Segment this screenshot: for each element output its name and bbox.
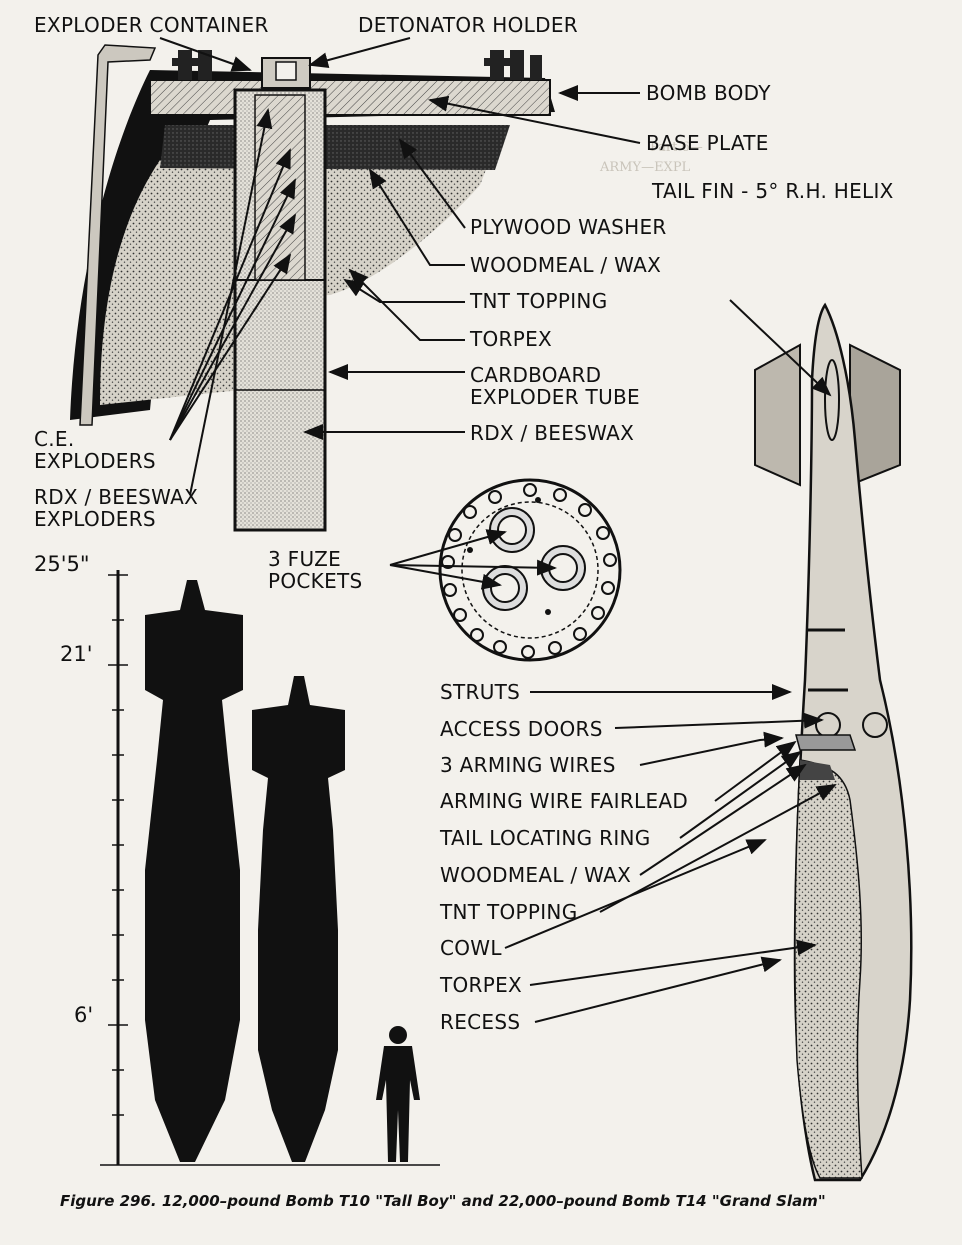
label-fuze-pockets: 3 FUZE POCKETS bbox=[268, 547, 363, 593]
scale-mark-tall-boy: 21' bbox=[60, 642, 93, 666]
label-tail-fin: TAIL FIN - 5° R.H. HELIX bbox=[652, 179, 894, 203]
label-base-plate: BASE PLATE bbox=[646, 131, 769, 155]
scale-comparison bbox=[100, 570, 440, 1166]
label-tail-locating-ring: TAIL LOCATING RING bbox=[440, 826, 651, 850]
exploder-cutaway bbox=[70, 44, 555, 532]
label-woodmeal-wax-top: WOODMEAL / WAX bbox=[470, 253, 662, 277]
label-woodmeal-wax-tail: WOODMEAL / WAX bbox=[440, 863, 632, 887]
figure-caption: Figure 296. 12,000–pound Bomb T10 "Tall … bbox=[60, 1192, 826, 1210]
grand-slam-silhouette bbox=[145, 580, 243, 1162]
label-plywood-washer: PLYWOOD WASHER bbox=[470, 215, 667, 239]
label-cowl: COWL bbox=[440, 936, 502, 960]
scale-mark-grand-slam: 25'5" bbox=[34, 552, 90, 576]
label-ce-exploders: C.E. EXPLODERS bbox=[34, 427, 156, 473]
label-tnt-topping-tail: TNT TOPPING bbox=[440, 900, 578, 924]
label-arming-wire-fairlead: ARMING WIRE FAIRLEAD bbox=[440, 789, 689, 813]
label-detonator-holder: DETONATOR HOLDER bbox=[358, 13, 578, 37]
person-silhouette bbox=[376, 1026, 420, 1162]
tail-cutaway bbox=[754, 302, 913, 1182]
bolt-ring bbox=[441, 483, 617, 659]
label-access-doors: ACCESS DOORS bbox=[440, 717, 603, 741]
label-exploder-container: EXPLODER CONTAINER bbox=[34, 13, 269, 37]
label-tnt-topping-top: TNT TOPPING bbox=[470, 289, 608, 313]
label-bomb-body: BOMB BODY bbox=[646, 81, 771, 105]
label-torpex-top: TORPEX bbox=[470, 327, 553, 351]
tall-boy-silhouette bbox=[252, 676, 345, 1162]
scale-mark-man: 6' bbox=[74, 1003, 94, 1027]
label-rdx-beeswax: RDX / BEESWAX bbox=[470, 421, 635, 445]
label-recess: RECESS bbox=[440, 1010, 521, 1034]
leader-lines bbox=[159, 37, 837, 1023]
label-struts: STRUTS bbox=[440, 680, 521, 704]
fuze-pocket-endview bbox=[438, 478, 622, 662]
label-arming-wires: 3 ARMING WIRES bbox=[440, 753, 616, 777]
label-rdx-beeswax-exploders: RDX / BEESWAX EXPLODERS bbox=[34, 485, 199, 531]
label-torpex-tail: TORPEX bbox=[440, 973, 523, 997]
label-cardboard-exploder-tube: CARDBOARD EXPLODER TUBE bbox=[470, 363, 640, 409]
bolt-icon bbox=[172, 50, 542, 80]
